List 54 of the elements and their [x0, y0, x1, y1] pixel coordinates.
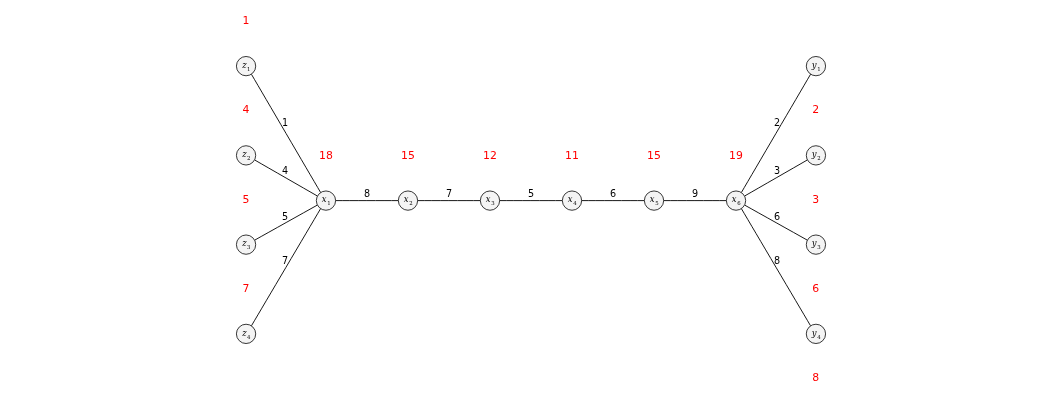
connector — [251, 73, 322, 193]
node-circle: y$_{2}$ — [805, 145, 826, 166]
connector — [741, 208, 811, 327]
edge-label: 8 — [773, 255, 781, 267]
node-circle: y$_{3}$ — [805, 234, 826, 255]
connector — [254, 159, 318, 197]
node-circle: z$_{4}$ — [236, 323, 257, 344]
node-label: 19 — [729, 148, 743, 162]
connector — [581, 200, 645, 202]
node-label: 3 — [812, 192, 820, 206]
node-label: 11 — [565, 148, 579, 162]
node-circle: x$_{4}$ — [561, 190, 583, 211]
edge-label: 9 — [691, 188, 699, 200]
node-label: 6 — [812, 281, 820, 295]
node-circle: y$_{4}$ — [805, 323, 826, 344]
node-label: 12 — [483, 148, 497, 162]
node-label: 7 — [242, 281, 250, 295]
edge-label: 1 — [281, 117, 289, 129]
edge-label: 7 — [445, 188, 453, 200]
node-circle: x$_{5}$ — [644, 190, 665, 211]
edge-label: 6 — [773, 210, 781, 222]
node-circle: z$_{2}$ — [236, 145, 257, 166]
connector — [251, 208, 321, 327]
connector — [744, 159, 808, 197]
node-circle: x$_{3}$ — [479, 190, 501, 211]
edge-label: 4 — [281, 164, 289, 176]
edge-label: 5 — [281, 210, 289, 222]
node-circle: z$_{1}$ — [236, 56, 257, 77]
edge-label: 2 — [773, 117, 781, 129]
edge-label: 3 — [773, 164, 781, 176]
node-label: 4 — [242, 103, 250, 117]
connector — [499, 200, 563, 202]
edge-label: 6 — [609, 188, 617, 200]
connector — [335, 200, 399, 202]
node-label: 8 — [812, 371, 820, 385]
node-circle: x$_{2}$ — [397, 190, 418, 211]
node-circle: z$_{3}$ — [236, 234, 257, 255]
node-label: 15 — [647, 148, 661, 162]
edge-label: 7 — [281, 255, 289, 267]
edge-label: 5 — [527, 188, 535, 200]
node-label: 2 — [812, 103, 820, 117]
node-circle: x$_{1}$ — [315, 190, 336, 211]
node-label: 15 — [401, 148, 415, 162]
edge-label: 8 — [363, 188, 371, 200]
connector — [417, 200, 481, 202]
connector — [663, 200, 727, 202]
node-label: 1 — [242, 14, 250, 28]
node-label: 18 — [319, 148, 333, 162]
node-label: 5 — [242, 192, 250, 206]
connector — [744, 204, 808, 241]
node-circle: y$_{1}$ — [805, 56, 826, 77]
node-circle: x$_{6}$ — [726, 190, 747, 211]
connector — [254, 204, 318, 241]
connector — [741, 73, 812, 193]
